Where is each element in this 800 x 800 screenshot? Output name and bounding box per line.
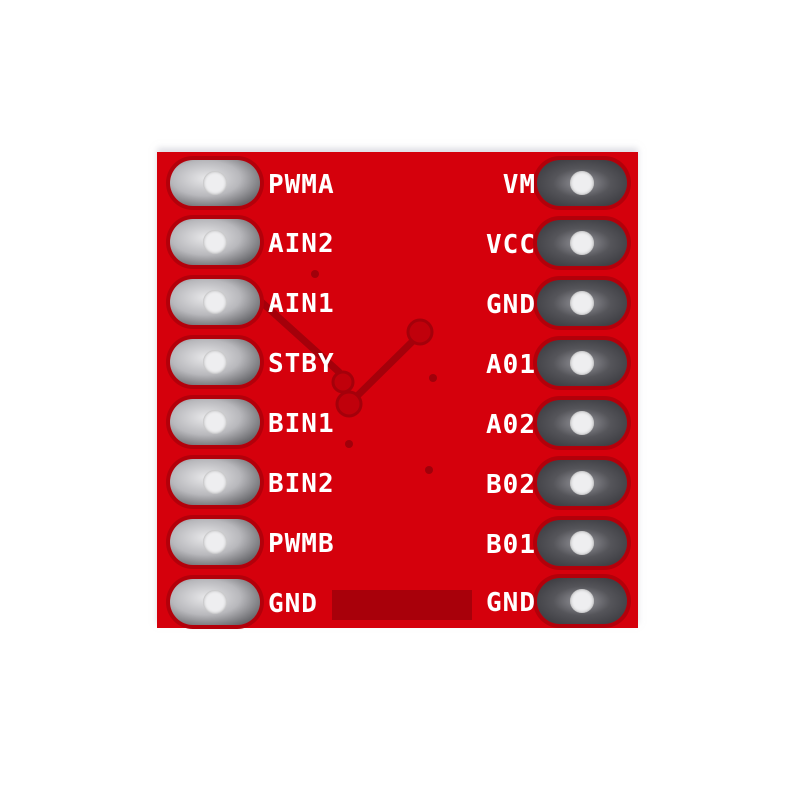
pin-hole <box>203 410 227 434</box>
pin-hole <box>570 411 594 435</box>
pin-label-pwmb: PWMB <box>268 529 335 559</box>
ground-plane-band <box>332 590 472 620</box>
pin-pad-bin1[interactable] <box>170 399 260 445</box>
motor-driver-pcb: PWMA AIN2 AIN1 STBY BIN1 BIN2 PWMB GND V… <box>157 152 638 628</box>
pin-hole <box>203 350 227 374</box>
pin-pad-gnd-left[interactable] <box>170 579 260 625</box>
pin-label-stby: STBY <box>268 349 335 379</box>
pin-label-vcc: VCC <box>486 230 536 260</box>
pin-label-ain1: AIN1 <box>268 289 335 319</box>
pin-hole <box>203 470 227 494</box>
pin-pad-a02[interactable] <box>537 400 627 446</box>
via <box>345 440 353 448</box>
pin-label-a02: A02 <box>486 410 536 440</box>
pin-hole <box>203 230 227 254</box>
pin-hole <box>570 291 594 315</box>
pin-label-b02: B02 <box>486 470 536 500</box>
pin-label-bin1: BIN1 <box>268 409 335 439</box>
via <box>311 270 319 278</box>
pin-hole <box>570 471 594 495</box>
pin-hole <box>570 531 594 555</box>
pin-label-ain2: AIN2 <box>268 229 335 259</box>
pin-hole <box>203 590 227 614</box>
pin-pad-stby[interactable] <box>170 339 260 385</box>
pin-label-gnd-left: GND <box>268 589 318 619</box>
pin-pad-a01[interactable] <box>537 340 627 386</box>
pin-label-vm: VM <box>502 170 536 200</box>
pin-label-gnd-right-2: GND <box>486 588 536 618</box>
pin-hole <box>203 530 227 554</box>
pin-hole <box>570 589 594 613</box>
pin-hole <box>570 171 594 195</box>
pin-pad-vm[interactable] <box>537 160 627 206</box>
pin-pad-bin2[interactable] <box>170 459 260 505</box>
pin-label-b01: B01 <box>486 530 536 560</box>
pin-pad-vcc[interactable] <box>537 220 627 266</box>
pin-pad-b02[interactable] <box>537 460 627 506</box>
pin-pad-b01[interactable] <box>537 520 627 566</box>
pin-label-gnd-right-1: GND <box>486 290 536 320</box>
pin-pad-ain1[interactable] <box>170 279 260 325</box>
pin-pad-pwma[interactable] <box>170 160 260 206</box>
pin-label-bin2: BIN2 <box>268 469 335 499</box>
pin-hole <box>203 171 227 195</box>
via <box>425 466 433 474</box>
pin-pad-gnd-right-2[interactable] <box>537 578 627 624</box>
pin-label-a01: A01 <box>486 350 536 380</box>
pin-pad-gnd-right-1[interactable] <box>537 280 627 326</box>
pin-pad-ain2[interactable] <box>170 219 260 265</box>
pin-hole <box>203 290 227 314</box>
pcb-traces <box>254 295 434 418</box>
pin-label-pwma: PWMA <box>268 170 335 200</box>
pin-hole <box>570 231 594 255</box>
pin-pad-pwmb[interactable] <box>170 519 260 565</box>
via <box>429 374 437 382</box>
pin-hole <box>570 351 594 375</box>
